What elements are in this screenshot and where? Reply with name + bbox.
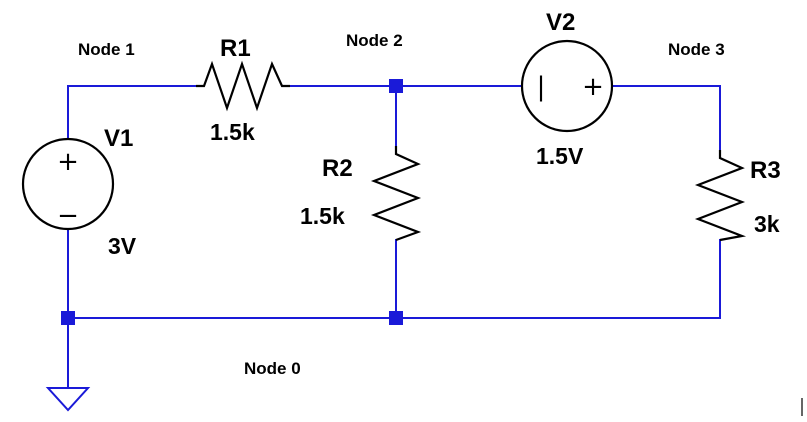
node3-label: Node 3 — [668, 40, 725, 59]
v1-value-label: 3V — [108, 233, 137, 259]
v1-minus: − — [57, 201, 79, 231]
v2-value-label: 1.5V — [536, 143, 584, 169]
resistor-r2 — [370, 146, 422, 242]
wire-node1-left — [67, 85, 197, 140]
node1-label: Node 1 — [78, 40, 135, 59]
resistor-r1 — [196, 60, 290, 112]
r2-name-label: R2 — [322, 155, 353, 182]
node2-label: Node 2 — [346, 31, 403, 50]
wire-node3 — [611, 85, 721, 151]
r1-value-label: 1.5k — [210, 119, 255, 145]
voltage-source-v2: | + — [520, 39, 614, 133]
wires — [67, 85, 721, 389]
v1-name-label: V1 — [104, 125, 133, 152]
v1-circle — [21, 137, 115, 231]
junction-node2-top — [389, 79, 403, 93]
ground-icon — [45, 387, 91, 412]
v1-plus: + — [57, 147, 79, 177]
resistor-r3 — [694, 150, 747, 242]
node0-label: Node 0 — [244, 359, 301, 378]
junction-node0-left — [61, 311, 75, 325]
r1-name-label: R1 — [220, 35, 251, 62]
junction-node0-mid — [389, 311, 403, 325]
v2-circle — [520, 39, 614, 133]
v2-minus: | — [537, 72, 546, 102]
voltage-source-v1: + − — [21, 137, 115, 231]
r3-name-label: R3 — [750, 157, 781, 184]
wire-r3-bottom — [67, 239, 721, 319]
r3-value-label: 3k — [754, 211, 780, 237]
v2-name-label: V2 — [546, 9, 575, 36]
v2-plus: + — [582, 72, 604, 102]
r2-value-label: 1.5k — [300, 203, 345, 229]
